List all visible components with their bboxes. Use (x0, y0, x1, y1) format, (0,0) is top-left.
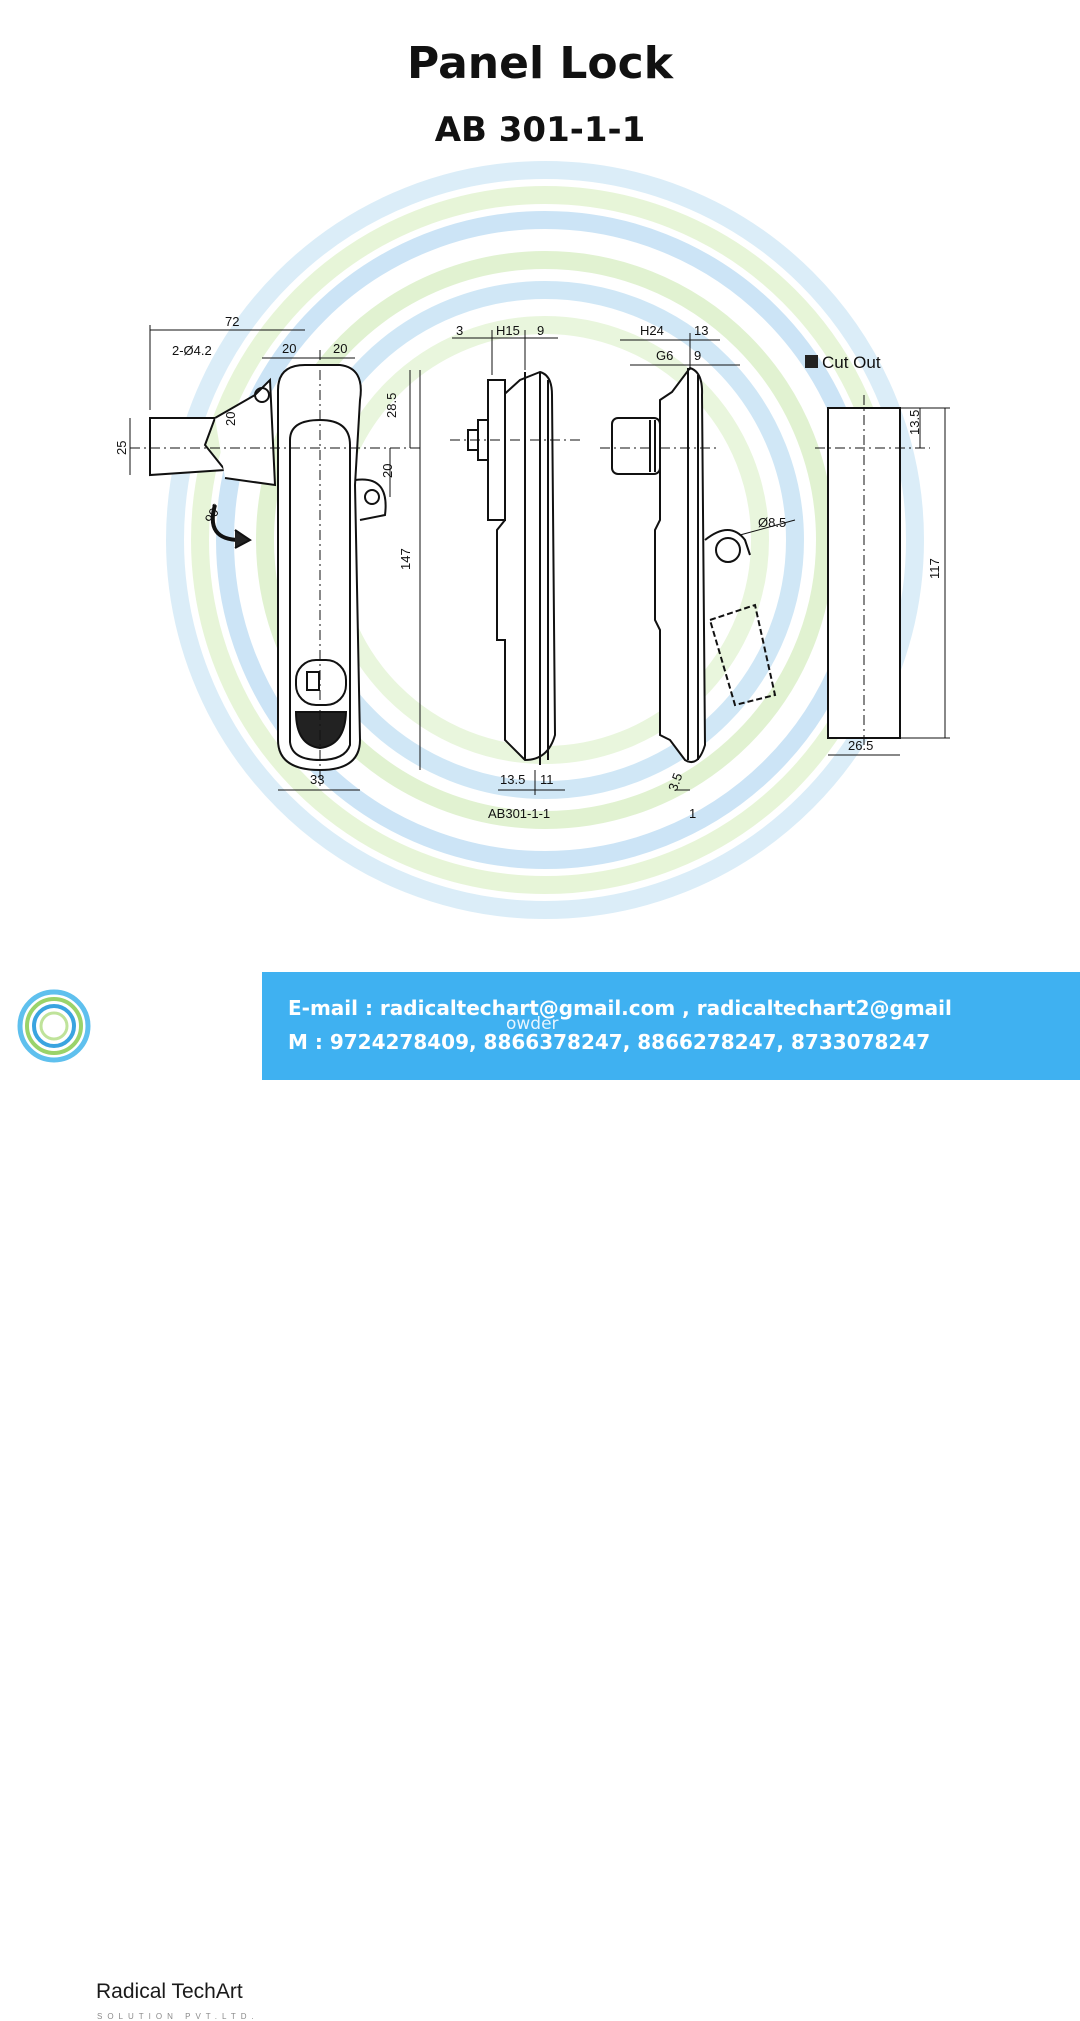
side-view-left-dimensions (452, 330, 565, 795)
dim-33: 33 (310, 772, 324, 787)
dim-hole-side: Ø8.5 (758, 515, 786, 530)
technical-drawing: 72 2-Ø4.2 20 20 25 20 28.5 20 90° 147 33… (114, 161, 950, 919)
dim-g6: G6 (656, 348, 673, 363)
dim-20-lower: 20 (380, 464, 395, 478)
dim-117: 117 (927, 558, 942, 579)
dim-13-5-cutout: 13.5 (907, 410, 922, 435)
model-number: AB 301-1-1 (434, 110, 646, 150)
dim-25: 25 (114, 441, 129, 455)
dim-11: 11 (540, 772, 554, 787)
label-ab301: AB301-1-1 (488, 806, 550, 821)
side-view-right (600, 366, 777, 764)
cut-out-label: Cut Out (822, 353, 881, 372)
dim-h15: H15 (496, 323, 520, 338)
dim-20-left: 20 (282, 341, 296, 356)
dim-26-5: 26.5 (848, 738, 873, 753)
dim-28-5: 28.5 (384, 393, 399, 418)
dim-h24: H24 (640, 323, 664, 338)
dim-72: 72 (225, 314, 239, 329)
side-view-right-dimensions (620, 333, 796, 791)
overlay-text: owder (506, 1014, 559, 1034)
dim-pivot-20: 20 (223, 412, 238, 426)
contact-email: E-mail : radicaltechart@gmail.com , radi… (288, 996, 952, 1020)
contact-mobile: M : 9724278409, 8866378247, 8866278247, … (288, 1030, 931, 1054)
front-view (130, 350, 420, 790)
label-1: 1 (689, 806, 696, 821)
dim-9-right: 9 (694, 348, 701, 363)
cut-out-view (815, 395, 930, 750)
dim-20-right: 20 (333, 341, 347, 356)
dim-147: 147 (398, 548, 413, 570)
cut-out-marker (805, 355, 818, 368)
brand-tagline: SOLUTION PVT.LTD. (97, 2012, 259, 2021)
side-view-left (450, 370, 580, 765)
brand-name: Radical TechArt (96, 1980, 243, 2003)
contact-bar: E-mail : radicaltechart@gmail.com , radi… (262, 972, 1080, 1080)
dim-3: 3 (456, 323, 463, 338)
dim-hole-front: 2-Ø4.2 (172, 343, 212, 358)
dim-3-5: 3.5 (665, 771, 685, 793)
dim-9-left: 9 (537, 323, 544, 338)
front-view-dimensions (129, 325, 421, 791)
cut-out-dimensions (828, 407, 950, 756)
dim-13-5: 13.5 (500, 772, 525, 787)
brand-logo-area: Radical TechArt SOLUTION PVT.LTD. (0, 972, 262, 2021)
dim-13: 13 (694, 323, 708, 338)
radical-logo-icon (17, 989, 91, 1063)
page-title: Panel Lock (407, 38, 673, 89)
